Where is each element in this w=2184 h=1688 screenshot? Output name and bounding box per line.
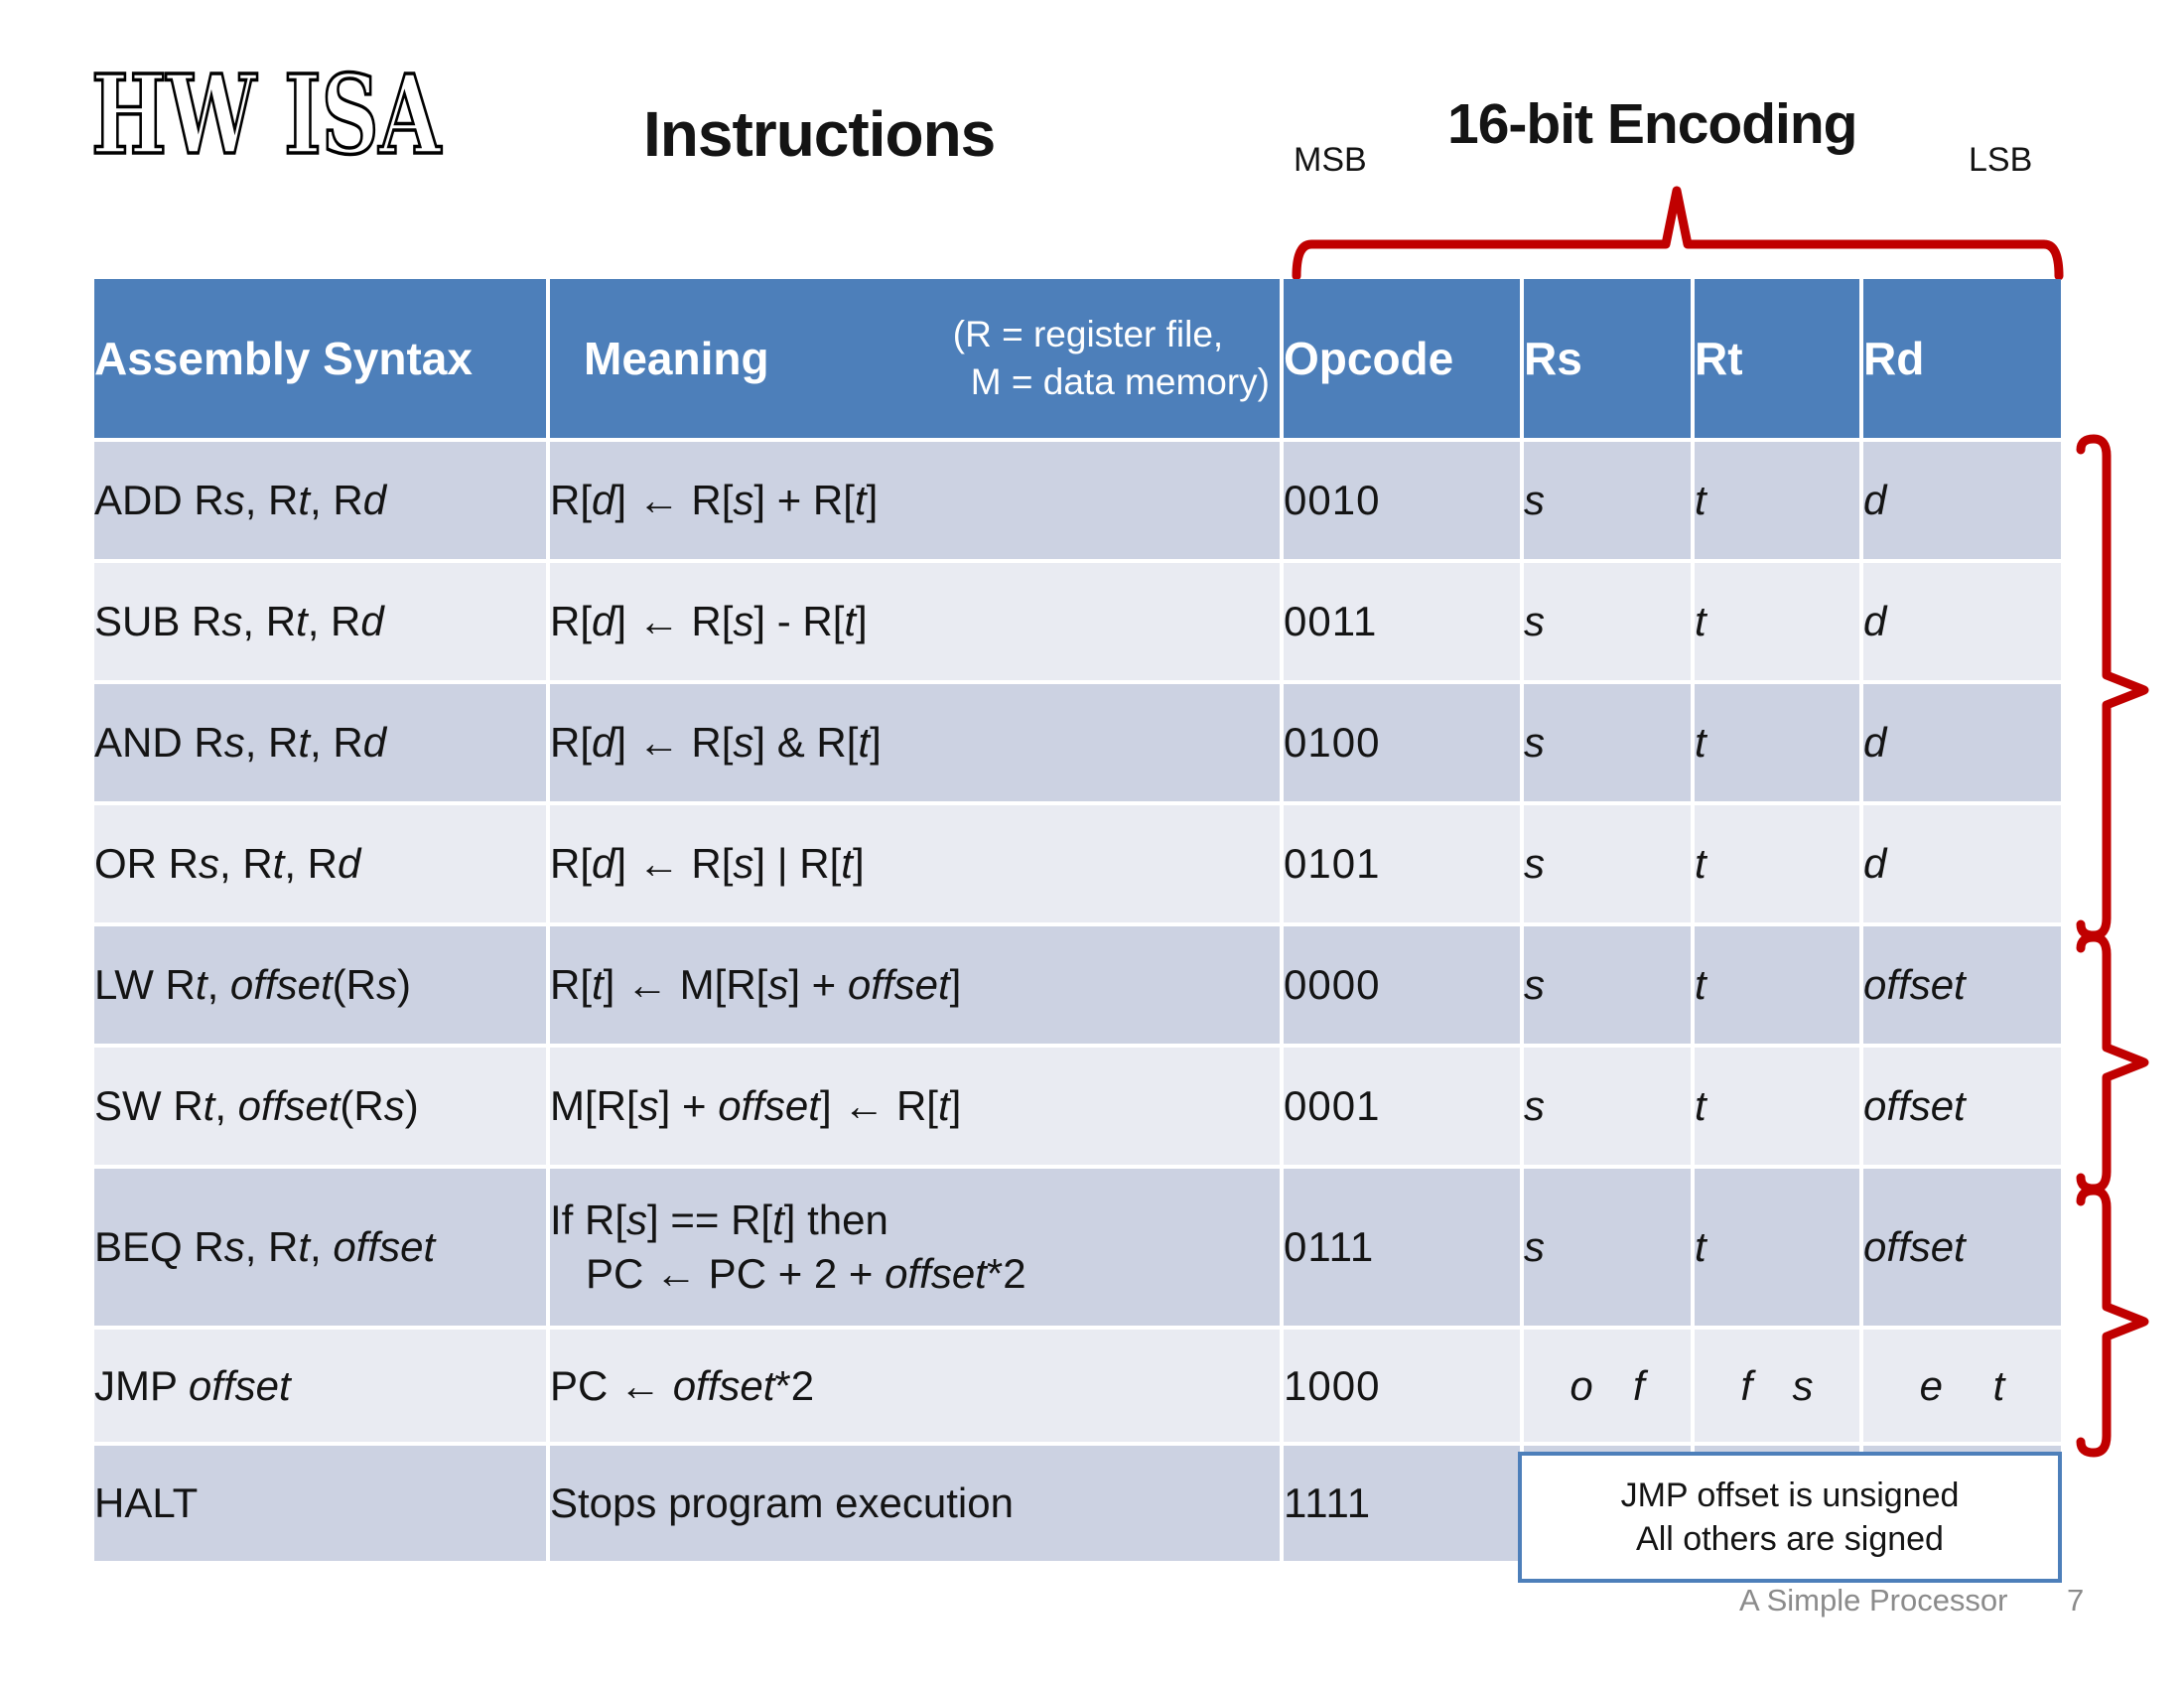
cell-rd: offset: [1863, 1048, 2061, 1165]
row-lw: LW Rt, offset(Rs)R[t] ← M[R[s] + offset]…: [94, 926, 2061, 1044]
cell-meaning: Stops program execution: [550, 1446, 1280, 1561]
cell-assembly-syntax: LW Rt, offset(Rs): [94, 926, 546, 1044]
footer-title: A Simple Processor: [1739, 1583, 2008, 1618]
cell-rd: d: [1863, 684, 2061, 801]
cell-rt: t: [1695, 1048, 1859, 1165]
header-rs: Rs: [1524, 279, 1691, 438]
header-meaning-note: (R = register file, M = data memory): [953, 311, 1270, 406]
cell-rs: s: [1524, 1048, 1691, 1165]
header-meaning-note-line2: M = data memory): [970, 361, 1270, 402]
header-meaning-label: Meaning: [584, 333, 769, 384]
encoding-bracket: [1292, 186, 2064, 281]
header-meaning: Meaning (R = register file, M = data mem…: [550, 279, 1280, 438]
cell-meaning: M[R[s] + offset] ← R[t]: [550, 1048, 1280, 1165]
page-number: 7: [2067, 1583, 2085, 1618]
cell-rs: s: [1524, 1169, 1691, 1326]
cell-rd: d: [1863, 442, 2061, 559]
cell-rd: d: [1863, 805, 2061, 922]
header-rt: Rt: [1695, 279, 1859, 438]
cell-opcode: 1000: [1284, 1330, 1520, 1442]
cell-rs: s: [1524, 805, 1691, 922]
encoding-title: 16-bit Encoding: [1447, 92, 1857, 156]
rtype-group-brace: [2076, 434, 2149, 940]
cell-assembly-syntax: OR Rs, Rt, Rd: [94, 805, 546, 922]
cell-rd: offset: [1863, 1169, 2061, 1326]
cell-rs: s: [1524, 926, 1691, 1044]
hw-isa-logo-graphic: HW ISA: [89, 52, 444, 176]
cell-rs: s: [1524, 684, 1691, 801]
instruction-group-braces: [2076, 434, 2149, 1458]
header-rd: Rd: [1863, 279, 2061, 438]
cell-assembly-syntax: JMP offset: [94, 1330, 546, 1442]
cell-rt: t: [1695, 926, 1859, 1044]
header-assembly-syntax: Assembly Syntax: [94, 279, 546, 438]
header-opcode: Opcode: [1284, 279, 1520, 438]
cell-rt: t: [1695, 563, 1859, 680]
page-title: Instructions: [643, 98, 996, 170]
cell-assembly-syntax: BEQ Rs, Rt, offset: [94, 1169, 546, 1326]
table-header-row: Assembly Syntax Meaning (R = register fi…: [94, 279, 2061, 438]
cell-meaning: R[d] ← R[s] + R[t]: [550, 442, 1280, 559]
header-meaning-note-line1: (R = register file,: [952, 313, 1224, 354]
cell-rs: s: [1524, 442, 1691, 559]
cell-meaning: PC ← offset*2: [550, 1330, 1280, 1442]
branch-group-brace: [2076, 1186, 2149, 1458]
cell-rt: t: [1695, 684, 1859, 801]
cell-rt: t: [1695, 805, 1859, 922]
cell-rt: t: [1695, 1169, 1859, 1326]
memory-group-brace: [2076, 932, 2149, 1194]
cell-meaning: R[d] ← R[s] - R[t]: [550, 563, 1280, 680]
cell-meaning: R[d] ← R[s] | R[t]: [550, 805, 1280, 922]
cell-opcode: 0011: [1284, 563, 1520, 680]
cell-rd: offset: [1863, 926, 2061, 1044]
cell-rt: t: [1695, 442, 1859, 559]
cell-rs: s: [1524, 563, 1691, 680]
lsb-label: LSB: [1969, 141, 2033, 179]
cell-assembly-syntax: ADD Rs, Rt, Rd: [94, 442, 546, 559]
cell-opcode: 0001: [1284, 1048, 1520, 1165]
hw-isa-logo: HW ISA: [91, 52, 442, 176]
isa-table: Assembly Syntax Meaning (R = register fi…: [90, 275, 2065, 1565]
cell-opcode: 1111: [1284, 1446, 1520, 1561]
cell-meaning: R[t] ← M[R[s] + offset]: [550, 926, 1280, 1044]
cell-opcode: 0010: [1284, 442, 1520, 559]
cell-meaning: R[d] ← R[s] & R[t]: [550, 684, 1280, 801]
cell-assembly-syntax: SUB Rs, Rt, Rd: [94, 563, 546, 680]
cell-opcode: 0100: [1284, 684, 1520, 801]
signedness-note-box: JMP offset is unsigned All others are si…: [1518, 1452, 2062, 1583]
cell-opcode: 0000: [1284, 926, 1520, 1044]
cell-assembly-syntax: SW Rt, offset(Rs): [94, 1048, 546, 1165]
cell-assembly-syntax: HALT: [94, 1446, 546, 1561]
msb-label: MSB: [1294, 141, 1367, 179]
cell-rd: d: [1863, 563, 2061, 680]
note-line2: All others are signed: [1636, 1520, 1944, 1558]
cell-opcode: 0101: [1284, 805, 1520, 922]
row-sw: SW Rt, offset(Rs)M[R[s] + offset] ← R[t]…: [94, 1048, 2061, 1165]
cell-opcode: 0111: [1284, 1169, 1520, 1326]
note-line1: JMP offset is unsigned: [1620, 1476, 1960, 1514]
cell-assembly-syntax: AND Rs, Rt, Rd: [94, 684, 546, 801]
